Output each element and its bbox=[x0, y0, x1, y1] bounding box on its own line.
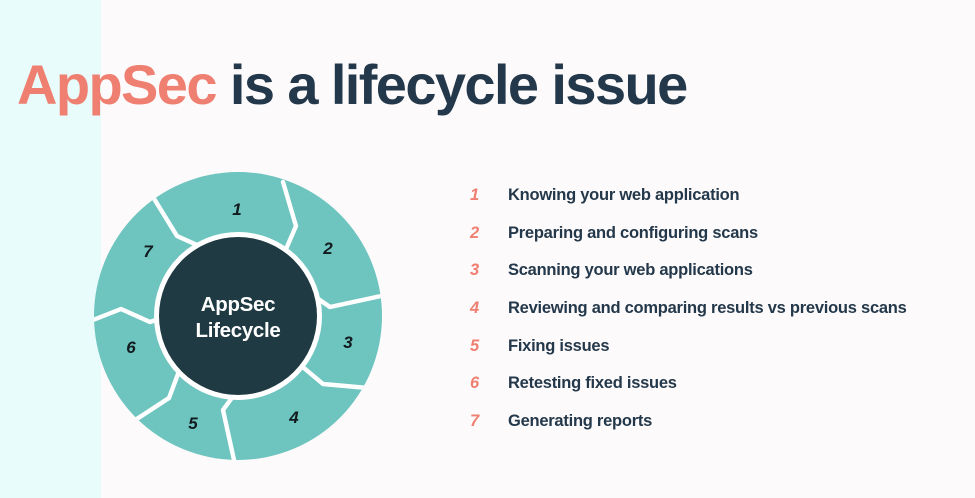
donut-segment-number-1[interactable]: 1 bbox=[232, 200, 241, 219]
list-item[interactable]: 1 Knowing your web application bbox=[470, 186, 950, 224]
step-number: 3 bbox=[470, 261, 479, 280]
hub-label-line2: Lifecycle bbox=[195, 319, 280, 342]
step-number: 5 bbox=[470, 336, 479, 355]
step-number: 1 bbox=[470, 186, 479, 204]
step-number: 7 bbox=[470, 412, 479, 431]
divider-1-2 bbox=[280, 179, 299, 259]
step-label: Retesting fixed issues bbox=[508, 374, 677, 393]
hub-label-line1: AppSec bbox=[201, 293, 276, 316]
hub-halo-ring bbox=[154, 232, 322, 400]
list-item[interactable]: 5 Fixing issues bbox=[470, 337, 950, 375]
list-item[interactable]: 7 Generating reports bbox=[470, 412, 950, 450]
page-title: AppSec is a lifecycle issue bbox=[17, 52, 917, 117]
left-mint-band bbox=[0, 0, 101, 498]
step-label: Fixing issues bbox=[508, 336, 610, 355]
list-item[interactable]: 3 Scanning your web applications bbox=[470, 261, 950, 299]
lifecycle-steps-list: 1 Knowing your web application 2 Prepari… bbox=[470, 186, 950, 450]
lifecycle-donut-diagram: AppSec Lifecycle 1 2 3 4 5 6 7 bbox=[93, 170, 383, 462]
hub-circle bbox=[159, 237, 317, 395]
donut-segment-number-3[interactable]: 3 bbox=[343, 333, 353, 352]
step-label: Reviewing and comparing results vs previ… bbox=[508, 299, 907, 318]
page-title-rest: is a lifecycle issue bbox=[215, 52, 688, 116]
donut-segment-number-4[interactable]: 4 bbox=[288, 408, 299, 427]
step-number: 2 bbox=[470, 223, 479, 242]
list-item[interactable]: 2 Preparing and configuring scans bbox=[470, 224, 950, 262]
step-label: Preparing and configuring scans bbox=[508, 223, 758, 242]
page-title-accent: AppSec bbox=[17, 52, 218, 116]
step-number: 6 bbox=[470, 374, 479, 393]
donut-svg: AppSec Lifecycle 1 2 3 4 5 6 7 bbox=[93, 172, 382, 460]
list-item[interactable]: 4 Reviewing and comparing results vs pre… bbox=[470, 299, 950, 337]
step-label: Generating reports bbox=[508, 412, 653, 431]
divider-3-4 bbox=[295, 360, 382, 392]
divider-5-6 bbox=[120, 363, 184, 431]
step-label: Scanning your web applications bbox=[508, 261, 753, 280]
donut-segment-number-5[interactable]: 5 bbox=[188, 414, 198, 433]
donut-segment-number-7[interactable]: 7 bbox=[143, 242, 154, 261]
step-label: Knowing your web application bbox=[508, 186, 740, 204]
step-number: 4 bbox=[470, 299, 479, 318]
donut-segment-number-2[interactable]: 2 bbox=[322, 239, 333, 258]
donut-segment-number-6[interactable]: 6 bbox=[126, 338, 136, 357]
list-item[interactable]: 6 Retesting fixed issues bbox=[470, 374, 950, 412]
